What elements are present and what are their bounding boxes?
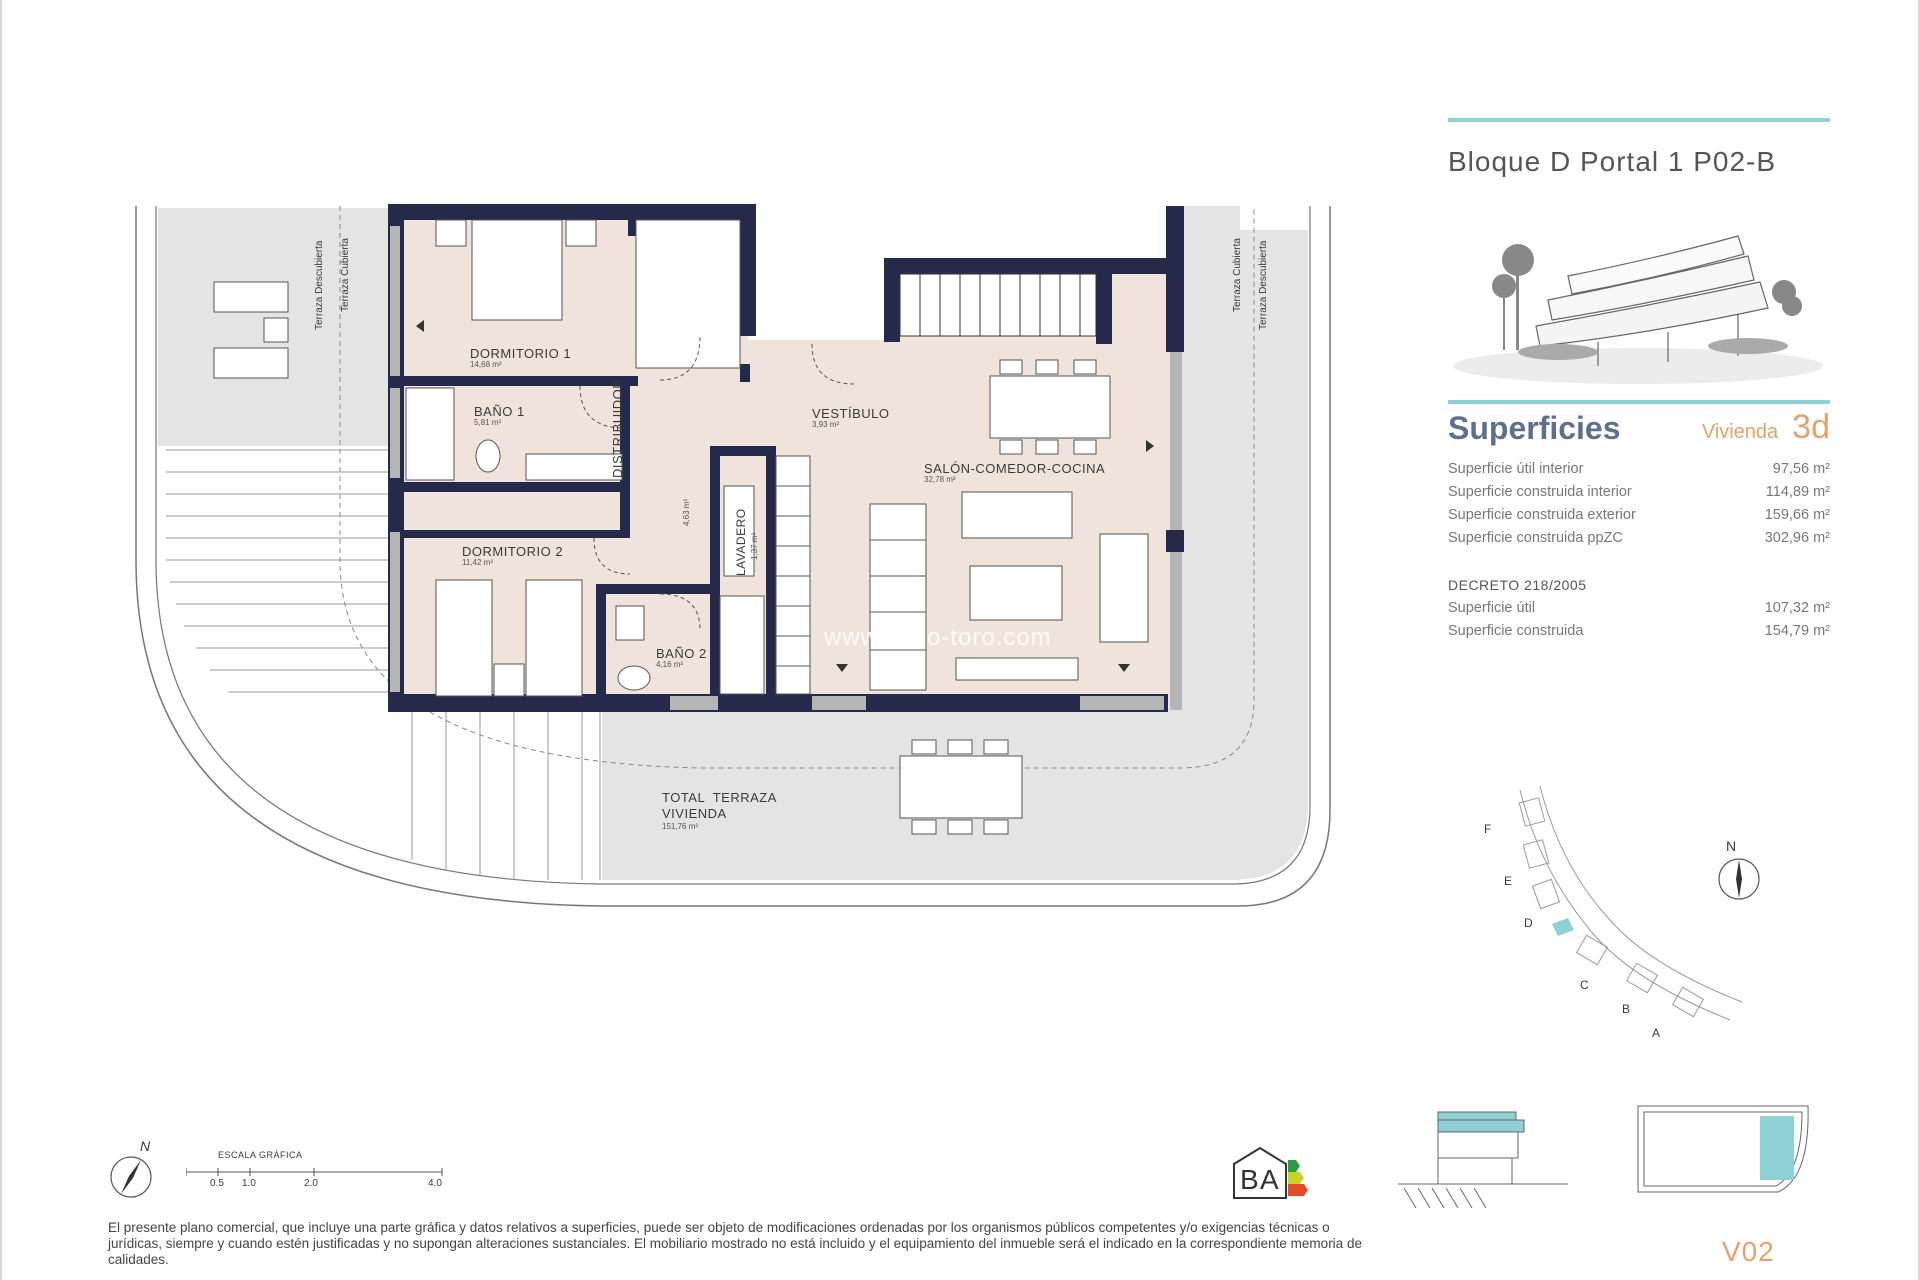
terrace-outline xyxy=(135,206,1331,907)
terrace-furniture xyxy=(213,281,1023,835)
label-terraza-descubierta-left: Terraza Descubierta xyxy=(314,240,325,330)
info-panel: Bloque D Portal 1 P02-B Superficies Vivi… xyxy=(1448,118,1830,646)
door-swings xyxy=(579,335,855,631)
terrace-outline-inner xyxy=(155,206,1311,885)
label-salon: SALÓN-COMEDOR-COCINA xyxy=(924,461,1106,476)
label-bano-1: BAÑO 1 xyxy=(474,404,525,419)
bed-1 xyxy=(435,219,741,369)
scale-bar xyxy=(186,1168,443,1176)
row-label: Superficie construida ppZC xyxy=(1448,530,1623,546)
label-terraza-1: TOTAL TERRAZA xyxy=(662,790,777,805)
windows xyxy=(390,226,1182,710)
scale-tick-3: 2.0 xyxy=(304,1178,318,1189)
lavadero-fixtures xyxy=(723,455,811,695)
north-label: N xyxy=(140,1138,151,1154)
superficie-row: Superficie útil interior 97,56 m² xyxy=(1448,461,1830,484)
bath-2-fixtures xyxy=(615,595,765,695)
area-distribuidor: 4,63 m² xyxy=(682,498,691,526)
row-value: 107,32 m² xyxy=(1764,600,1830,616)
vivienda-badge: Vivienda 3d xyxy=(1702,408,1830,447)
stairs xyxy=(899,273,1097,337)
vivienda-code: 3d xyxy=(1792,408,1830,446)
arrow-markers xyxy=(416,320,1154,672)
area-dormitorio-1: 14,68 m² xyxy=(470,360,502,369)
block-label-a: A xyxy=(1652,1026,1661,1040)
label-terraza-cubierta-right: Terraza Cubierta xyxy=(1232,238,1243,312)
scale-tick-1: 0.5 xyxy=(210,1178,224,1189)
superficies-title: Superficies xyxy=(1448,410,1621,446)
superficies-table: Superficie útil interior 97,56 m² Superfi… xyxy=(1448,461,1830,553)
floor-plan xyxy=(135,204,1331,907)
area-bano-2: 4,16 m² xyxy=(656,660,684,669)
page-code: V02 xyxy=(1722,1236,1775,1267)
beds-2 xyxy=(435,579,583,697)
accent-line xyxy=(1448,118,1830,122)
terrace-deck xyxy=(166,449,601,880)
highlighted-unit xyxy=(1552,918,1574,936)
disclaimer-text: El presente plano comercial, que incluye… xyxy=(108,1220,1362,1267)
decreto-title: DECRETO 218/2005 xyxy=(1448,577,1587,593)
row-value: 159,66 m² xyxy=(1764,507,1830,523)
label-terraza-descubierta-right: Terraza Descubierta xyxy=(1258,240,1269,330)
bath-1-fixtures xyxy=(405,387,623,481)
decreto-table: Superficie útil 107,32 m² Superficie cons… xyxy=(1448,600,1830,646)
row-value: 114,89 m² xyxy=(1765,484,1830,500)
scale-tick-2: 1.0 xyxy=(242,1178,256,1189)
superficie-row: Superficie construida exterior 159,66 m² xyxy=(1448,507,1830,530)
label-terraza-cubierta-left: Terraza Cubierta xyxy=(340,238,351,312)
block-label-c: C xyxy=(1580,978,1589,992)
north-label-keyplan: N xyxy=(1726,838,1737,854)
graphic-scale: N ESCALA GRÁFICA 0.5 1.0 2.0 4.0 xyxy=(100,1138,460,1200)
block-label-d: D xyxy=(1524,916,1533,930)
watermark: www.inmo-toro.com xyxy=(824,624,1052,651)
decreto-row: Superficie útil 107,32 m² xyxy=(1448,600,1830,623)
row-label: Superficie útil interior xyxy=(1448,461,1584,477)
row-label: Superficie construida xyxy=(1448,623,1584,639)
superficies-header: Superficies Vivienda 3d xyxy=(1448,400,1830,447)
energy-rating-b: B xyxy=(1240,1164,1259,1195)
energy-rating-a: A xyxy=(1260,1164,1279,1195)
label-distribuidor: DISTRIBUIDOR xyxy=(610,378,625,478)
scale-tick-4: 4.0 xyxy=(428,1178,442,1189)
north-arrow-icon xyxy=(110,1156,152,1198)
block-label-f: F xyxy=(1484,822,1492,836)
row-value: 154,79 m² xyxy=(1764,623,1830,639)
page-title: Bloque D Portal 1 P02-B xyxy=(1448,146,1777,177)
decreto-row: Superficie construida 154,79 m² xyxy=(1448,623,1830,646)
block-label-e: E xyxy=(1504,874,1513,888)
superficie-row: Superficie construida interior 114,89 m² xyxy=(1448,484,1830,507)
area-lavadero: 1,37 m² xyxy=(750,532,759,560)
key-plan: F E D C B A N xyxy=(1460,770,1770,1050)
scale-title: ESCALA GRÁFICA xyxy=(218,1150,303,1160)
north-compass-icon xyxy=(1718,858,1760,900)
row-label: Superficie útil xyxy=(1448,600,1536,616)
area-terraza: 151,76 m² xyxy=(662,822,699,831)
energy-rating-badge: B A xyxy=(1230,1144,1320,1202)
section-drawings xyxy=(1398,1098,1828,1218)
area-dormitorio-2: 11,42 m² xyxy=(462,558,493,567)
row-value: 97,56 m² xyxy=(1772,461,1830,477)
label-bano-2: BAÑO 2 xyxy=(656,646,707,661)
covered-line xyxy=(339,206,1255,769)
superficie-row: Superficie construida ppZC 302,96 m² xyxy=(1448,530,1830,553)
page-border-right xyxy=(1918,0,1920,1280)
area-salon: 32,78 m² xyxy=(924,475,956,484)
area-vestibulo: 3,93 m² xyxy=(812,420,840,429)
label-terraza-2: VIVIENDA xyxy=(662,806,727,821)
label-dormitorio-2: DORMITORIO 2 xyxy=(462,544,564,559)
label-dormitorio-1: DORMITORIO 1 xyxy=(470,346,572,361)
label-lavadero: LAVADERO xyxy=(734,508,748,576)
building-render xyxy=(1448,196,1830,392)
living-furniture xyxy=(869,359,1149,691)
vivienda-label: Vivienda xyxy=(1701,421,1779,443)
row-label: Superficie construida exterior xyxy=(1448,507,1636,523)
row-label: Superficie construida interior xyxy=(1448,484,1632,500)
page-border-left xyxy=(0,0,2,1280)
label-vestibulo: VESTÍBULO xyxy=(812,406,890,421)
block-label-b: B xyxy=(1622,1002,1631,1016)
area-bano-1: 5,81 m² xyxy=(474,418,502,427)
row-value: 302,96 m² xyxy=(1764,530,1830,546)
